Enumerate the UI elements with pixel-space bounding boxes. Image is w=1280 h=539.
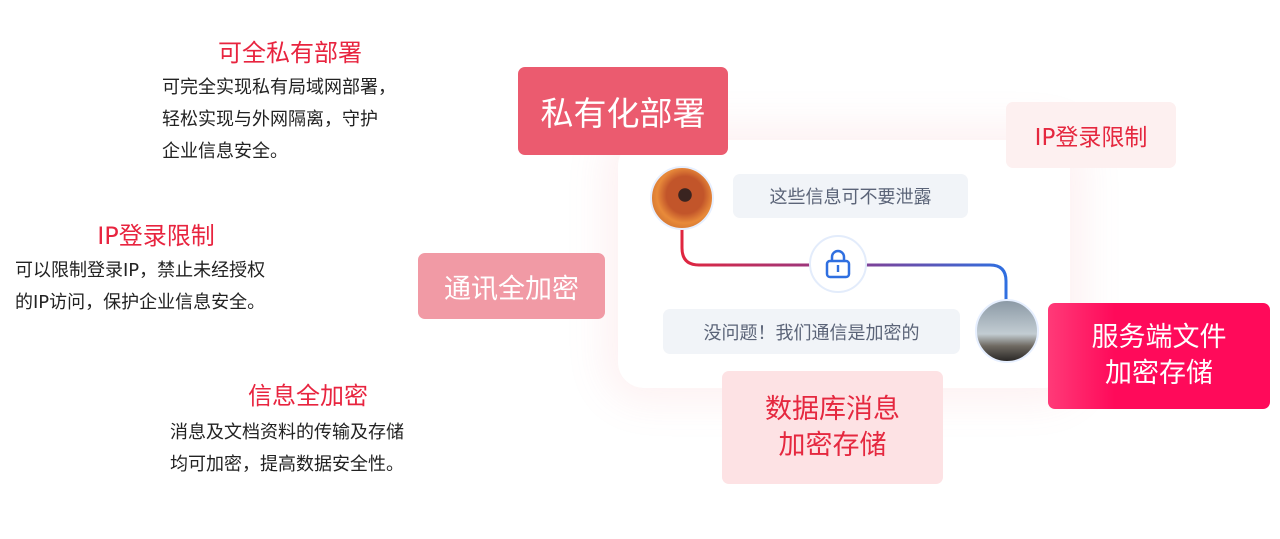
lock-badge — [809, 235, 867, 293]
tag-line: 加密存储 — [1105, 358, 1213, 389]
chat-bubble-receiver: 没问题！我们通信是加密的 — [663, 309, 960, 354]
tag-comm-encrypt: 通讯全加密 — [418, 253, 605, 319]
tag-private-deploy: 私有化部署 — [518, 67, 728, 155]
tag-ip-limit: IP登录限制 — [1006, 102, 1176, 168]
avatar-receiver — [975, 299, 1039, 363]
tag-line: 加密存储 — [778, 429, 887, 461]
desc-line: 消息及文档资料的传输及存储 — [170, 422, 404, 443]
chat-bubble-sender: 这些信息可不要泄露 — [733, 174, 968, 218]
tag-server-file-encrypt: 服务端文件 加密存储 — [1048, 303, 1270, 409]
feature-desc-private-deploy: 可完全实现私有局域网部署， 轻松实现与外网隔离，守护 企业信息安全。 — [162, 72, 396, 168]
lock-icon — [825, 249, 851, 279]
tag-db-message-encrypt: 数据库消息 加密存储 — [722, 371, 943, 484]
desc-line: 的IP访问，保护企业信息安全。 — [15, 292, 266, 313]
feature-desc-encrypt: 消息及文档资料的传输及存储 均可加密，提高数据安全性。 — [170, 417, 404, 481]
tag-line: 服务端文件 — [1091, 322, 1227, 353]
feature-title-ip-limit: IP登录限制 — [97, 222, 215, 250]
desc-line: 可以限制登录IP，禁止未经授权 — [15, 260, 266, 281]
feature-title-private-deploy: 可全私有部署 — [218, 39, 362, 67]
feature-desc-ip-limit: 可以限制登录IP，禁止未经授权 的IP访问，保护企业信息安全。 — [15, 255, 265, 319]
tag-line: 数据库消息 — [765, 393, 900, 425]
feature-title-encrypt: 信息全加密 — [248, 382, 368, 410]
avatar-sender — [650, 166, 714, 230]
desc-line: 可完全实现私有局域网部署， — [162, 77, 396, 98]
desc-line: 轻松实现与外网隔离，守护 — [162, 109, 378, 130]
desc-line: 企业信息安全。 — [162, 141, 288, 162]
desc-line: 均可加密，提高数据安全性。 — [170, 454, 404, 475]
